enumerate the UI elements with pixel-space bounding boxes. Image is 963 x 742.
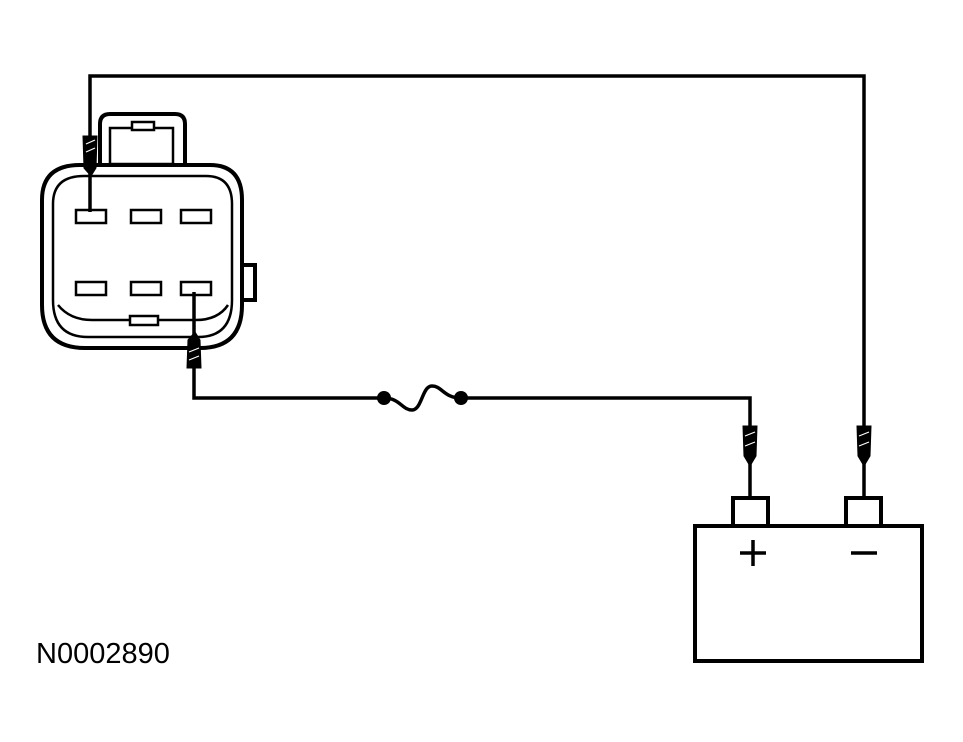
- fuse-element: [383, 384, 462, 412]
- connector-pin-3: [179, 208, 213, 225]
- inline-fuse: [377, 384, 468, 412]
- figure-id: N0002890: [36, 638, 170, 670]
- battery-positive-symbol: [740, 540, 766, 566]
- connector-pin-2: [129, 208, 163, 225]
- probe-battery-negative: [856, 425, 872, 467]
- battery-case: [693, 524, 924, 663]
- battery-positive-terminal: [731, 496, 770, 528]
- probe-connector-lower: [186, 331, 202, 369]
- probe-connector-upper: [82, 135, 98, 177]
- battery-negative-terminal: [844, 496, 883, 528]
- connector-bottom-key: [128, 314, 160, 327]
- connector-latch-notch: [130, 120, 156, 132]
- connector-pin-4: [74, 280, 108, 297]
- six-pin-connector: [40, 112, 257, 350]
- wire-power-after-fuse: [461, 396, 752, 500]
- connector-pin-6: [179, 280, 213, 297]
- battery: [693, 496, 924, 663]
- probe-battery-positive: [742, 425, 758, 467]
- connector-pin-5: [129, 280, 163, 297]
